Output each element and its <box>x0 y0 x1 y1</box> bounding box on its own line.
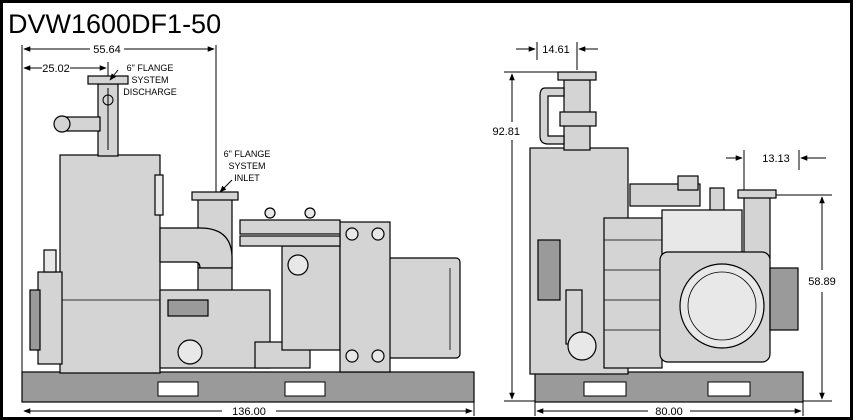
sight-glass <box>154 174 164 216</box>
discharge-valve <box>53 115 71 133</box>
end-view: 14.61 92.81 13.13 58.89 80.00 <box>492 42 836 418</box>
discharge-flange <box>87 75 129 85</box>
end-motor-face <box>679 263 765 349</box>
side-view: 6" FLANGE SYSTEM DISCHARGE 6" FLANGE SYS… <box>21 44 475 418</box>
motor-housing <box>379 257 461 359</box>
inlet-label-line3: INLET <box>234 173 260 183</box>
dim-discharge-offset: 25.02 <box>42 63 70 75</box>
inlet-label-line2: SYSTEM <box>228 161 265 171</box>
end-skid-slot-left <box>583 381 627 397</box>
dim-discharge-to-edge: 55.64 <box>93 44 121 56</box>
separator-tank <box>59 154 161 374</box>
inlet-label-line1: 6" FLANGE <box>224 149 271 159</box>
gauge <box>287 254 309 276</box>
dim-top-offset: 14.61 <box>542 44 570 56</box>
end-heat-exchanger <box>603 217 663 369</box>
dim-overall-height: 92.81 <box>492 126 520 138</box>
heat-exchanger <box>339 221 391 373</box>
end-motor-box <box>769 267 799 331</box>
dim-overall-length: 136.00 <box>232 406 266 418</box>
discharge-label-line1: 6" FLANGE <box>127 63 174 73</box>
dim-overall-width: 80.00 <box>655 406 683 418</box>
discharge-label-line3: DISCHARGE <box>123 87 177 97</box>
model-title: DVW1600DF1-50 <box>8 9 221 39</box>
pump-end-housing <box>37 271 63 365</box>
end-inlet-flange <box>737 189 777 199</box>
end-skid-base <box>534 371 804 403</box>
dim-inlet-width: 13.13 <box>762 153 790 165</box>
end-discharge-flange <box>557 71 597 81</box>
side-skid-slot-right <box>284 381 326 397</box>
side-skid-base <box>21 371 475 403</box>
side-skid-slot-left <box>157 381 199 397</box>
end-inlet-pipe <box>743 195 771 259</box>
discharge-label-line2: SYSTEM <box>131 75 168 85</box>
dim-inlet-height: 58.89 <box>808 276 836 288</box>
cooling-manifold <box>239 219 341 235</box>
inlet-flange <box>191 191 239 201</box>
end-skid-slot-right <box>707 381 751 397</box>
